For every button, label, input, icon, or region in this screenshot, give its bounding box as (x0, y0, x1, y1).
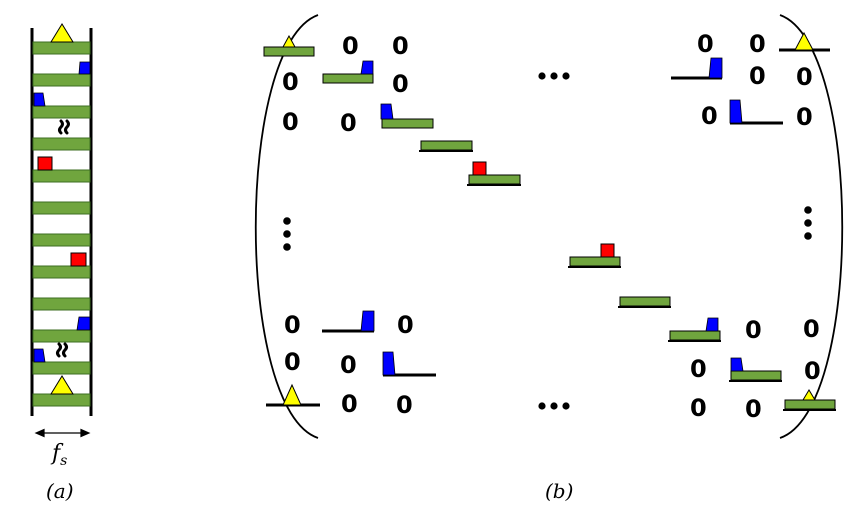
ellipsis-dots (538, 402, 570, 410)
vertical-ellipsis (804, 206, 812, 240)
ladder-rung (32, 265, 91, 279)
matrix-zero: 0 (284, 311, 301, 339)
yellow-triangle-block (282, 383, 302, 406)
ladder-break-mark (58, 119, 70, 135)
matrix-zero: 0 (282, 68, 299, 96)
green-bar-block (730, 370, 782, 381)
blue-block (360, 60, 374, 75)
ladder-rung (32, 297, 91, 311)
matrix-zero: 0 (796, 103, 813, 131)
ladder-rung (32, 233, 91, 247)
ladder-yellow-triangle-top (50, 23, 74, 43)
matrix-zero: 0 (341, 390, 358, 418)
ladder-break-mark (56, 342, 68, 358)
green-bar-block (420, 140, 473, 151)
blue-block (705, 317, 719, 332)
caption-a: (a) (46, 479, 74, 503)
red-square-block (600, 243, 615, 258)
matrix-zero: 0 (803, 315, 820, 343)
matrix-zero: 0 (749, 62, 766, 90)
matrix-zero: 0 (745, 395, 762, 423)
ladder-rung (32, 137, 91, 151)
width-label: fs (50, 441, 67, 469)
ellipsis-dots (538, 72, 570, 80)
ladder-rung (32, 201, 91, 215)
matrix-zero: 0 (397, 311, 414, 339)
panel-b-matrix: 0 0 0 0 0 0 0 0 0 0 0 0 (254, 14, 844, 503)
blue-block (729, 99, 743, 124)
ladder-red-square (37, 156, 53, 171)
vertical-ellipsis (283, 217, 291, 251)
yellow-triangle-block (794, 31, 814, 51)
caption-b: (b) (545, 479, 573, 503)
green-bar-block (322, 73, 374, 84)
blue-block (708, 57, 723, 79)
matrix-zero: 0 (342, 32, 359, 60)
matrix-zero: 0 (804, 357, 821, 385)
panel-a-ladder: fs (a) (30, 23, 93, 503)
ladder-rung (32, 105, 91, 119)
ladder-blue-block (33, 92, 46, 107)
width-double-arrow (34, 428, 91, 438)
blue-block (360, 310, 375, 332)
blue-block (730, 357, 744, 372)
green-bar-block (669, 330, 721, 341)
ladder-blue-block (76, 316, 91, 331)
yellow-triangle-block (802, 389, 816, 401)
matrix-zero: 0 (282, 108, 299, 136)
ladder-rung (32, 361, 91, 375)
green-bar-block (784, 399, 836, 410)
red-square-block (472, 161, 487, 176)
ladder-rung (32, 393, 91, 407)
ladder-blue-block (78, 61, 91, 75)
matrix-zero: 0 (690, 394, 707, 422)
matrix-zero: 0 (796, 63, 813, 91)
blue-block (382, 351, 396, 376)
matrix-zero: 0 (745, 316, 762, 344)
ladder-rung (32, 73, 91, 87)
matrix-zero: 0 (697, 30, 714, 58)
matrix-zero: 0 (284, 348, 301, 376)
green-bar-block (468, 174, 521, 185)
matrix-zero: 0 (396, 391, 413, 419)
matrix-zero: 0 (701, 102, 718, 130)
matrix-zero: 0 (749, 30, 766, 58)
ladder-rungs (32, 41, 91, 407)
matrix-zero: 0 (340, 109, 357, 137)
green-bar-block (569, 256, 621, 267)
ladder-rung (32, 41, 91, 55)
ladder-yellow-triangle-bottom (50, 375, 74, 395)
green-bar-block (619, 296, 671, 307)
matrix-zero: 0 (690, 355, 707, 383)
ladder-rung (32, 169, 91, 183)
matrix-zero: 0 (392, 70, 409, 98)
blue-block (380, 103, 394, 120)
ladder-red-square (70, 252, 87, 267)
yellow-triangle-block (282, 34, 296, 48)
matrix-zero: 0 (392, 32, 409, 60)
matrix-zero: 0 (340, 351, 357, 379)
ladder-blue-block (33, 348, 46, 363)
ladder-rung (32, 329, 91, 343)
green-bar-block (263, 46, 315, 57)
green-bar-block (381, 118, 434, 129)
